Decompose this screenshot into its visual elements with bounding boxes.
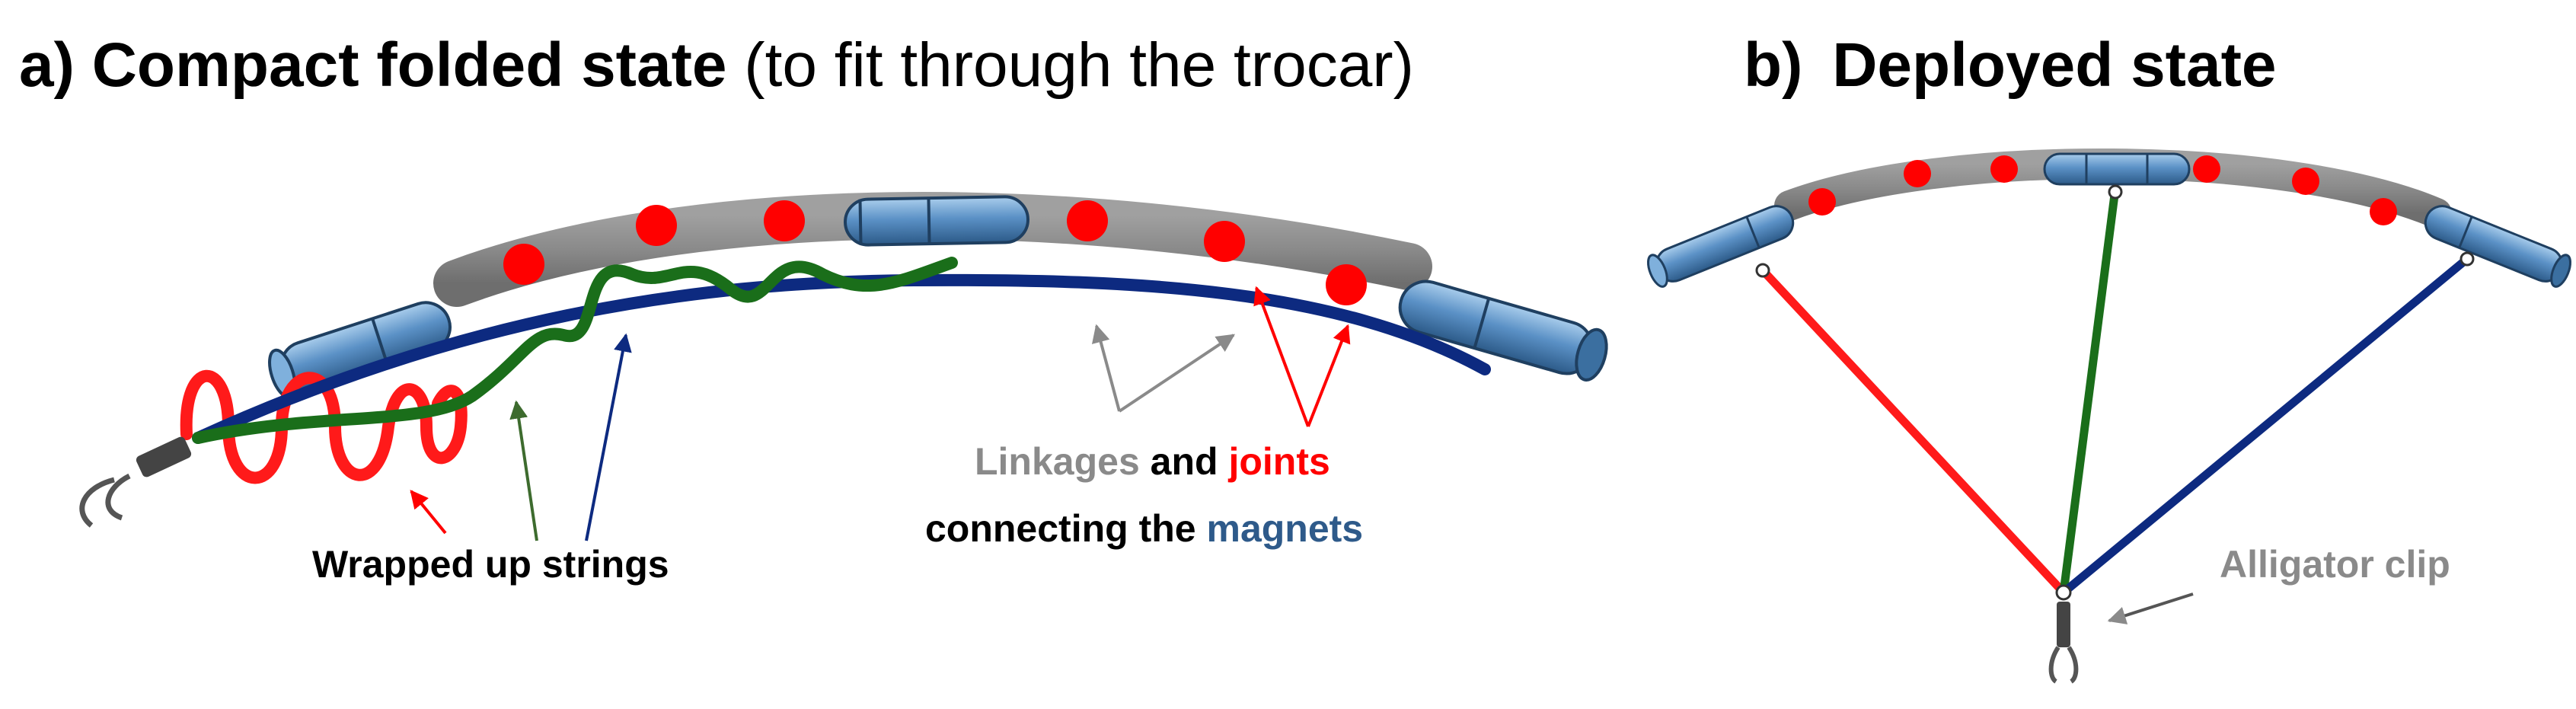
- joint-a3: [764, 200, 805, 241]
- label-alligator-clip: Alligator clip: [2220, 543, 2450, 586]
- label-joints: joints: [1228, 440, 1330, 483]
- panel-a-title-bold: Compact folded state: [91, 30, 727, 100]
- magnet-b1: [1647, 205, 1795, 288]
- string-green-wavy: [192, 257, 958, 444]
- joint-a4: [1067, 200, 1108, 241]
- joint-a6: [1326, 264, 1367, 305]
- arrow-green-string: [509, 400, 538, 541]
- alligator-clip-folded: [79, 436, 192, 528]
- joint-b3: [1990, 155, 2018, 183]
- ring-b3: [2459, 251, 2475, 267]
- joint-b2: [1904, 160, 1931, 187]
- joint-a2: [636, 205, 677, 246]
- label-linkages: Linkages: [975, 440, 1140, 483]
- arrow-red-joint-1: [1253, 286, 1310, 427]
- label-and: and: [1150, 440, 1218, 483]
- arrow-grey-linkage-1: [1091, 324, 1121, 412]
- magnet-b3: [2424, 205, 2571, 288]
- joint-b5: [2292, 168, 2319, 195]
- label-connecting-magnets: connecting the magnets: [925, 505, 1363, 553]
- arrow-red-joint-2: [1307, 324, 1351, 427]
- string-blue-deployed: [2060, 255, 2470, 596]
- label-magnets: magnets: [1206, 507, 1364, 550]
- joint-a5: [1204, 221, 1245, 262]
- string-red-deployed: [1759, 267, 2067, 596]
- arrow-red-string: [410, 490, 447, 535]
- panel-b-device: [1647, 149, 2571, 684]
- alligator-clip-deployed: [2048, 602, 2079, 684]
- ring-b1: [1755, 263, 1770, 278]
- panel-a-prefix: a): [19, 30, 75, 100]
- arrow-clip: [2107, 592, 2194, 624]
- joint-b1: [1808, 188, 1836, 216]
- label-connecting: connecting the: [925, 507, 1196, 550]
- ring-b2: [2108, 184, 2123, 200]
- panel-a-device: [79, 192, 1608, 528]
- ring-clip: [2055, 584, 2072, 601]
- arrow-blue-string: [585, 333, 632, 541]
- joint-b4: [2193, 155, 2220, 183]
- magnet-2: [844, 195, 1029, 247]
- panel-b-title-bold: Deployed state: [1832, 30, 2277, 100]
- panel-a-title-light: (to fit through the trocar): [744, 30, 1414, 100]
- string-green-deployed: [2059, 188, 2120, 593]
- joint-a1: [503, 244, 544, 285]
- joint-b6: [2370, 198, 2397, 225]
- label-linkages-joints: Linkages and joints: [975, 438, 1330, 486]
- magnet-3: [1398, 279, 1608, 382]
- label-wrapped-strings: Wrapped up strings: [312, 543, 669, 586]
- panel-b-prefix: b): [1744, 30, 1803, 100]
- magnet-b2: [2043, 152, 2191, 186]
- panel-b-title: b) Deployed state: [1744, 34, 2277, 97]
- arrow-grey-linkage-2: [1118, 334, 1235, 413]
- panel-a-title: a) Compact folded state (to fit through …: [19, 34, 1414, 97]
